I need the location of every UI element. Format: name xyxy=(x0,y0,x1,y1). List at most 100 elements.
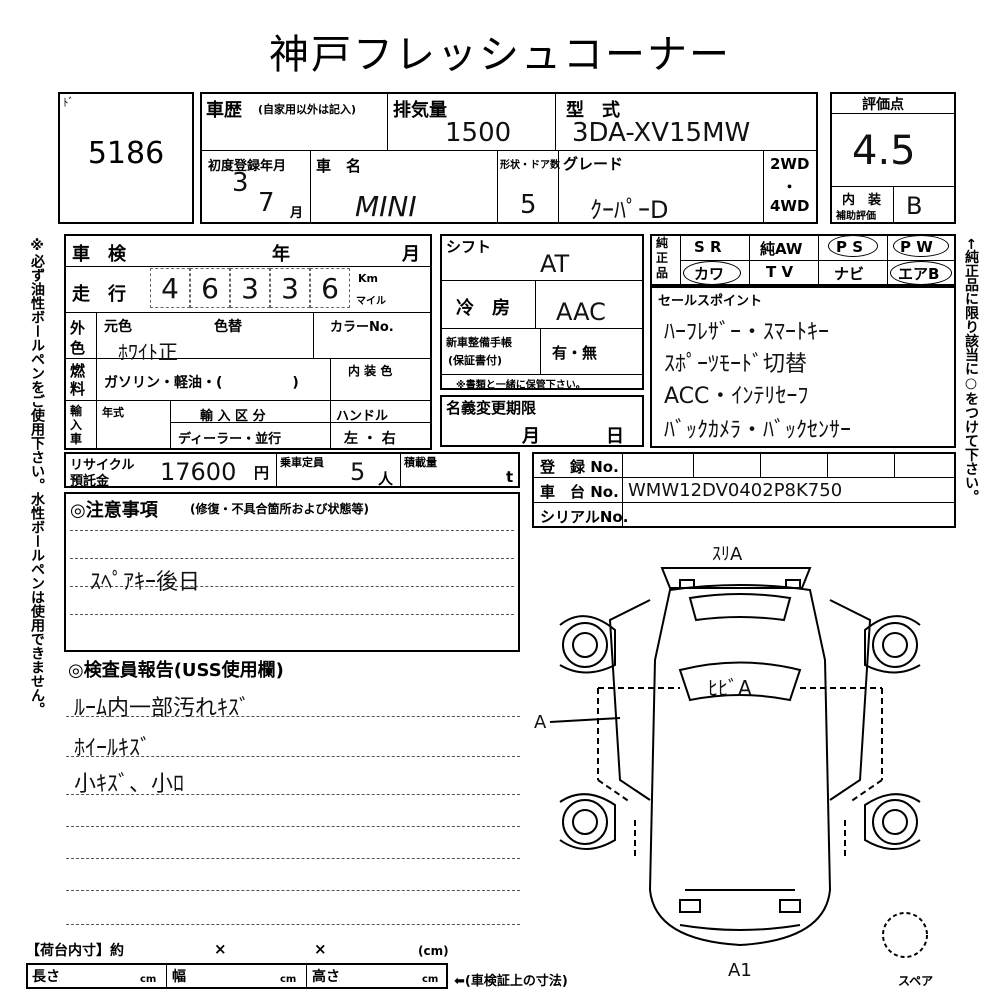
manual-value: 有・無 xyxy=(552,344,598,362)
name-change-month: 月 xyxy=(522,426,540,447)
notes-text: ｽﾍﾟｱｷｰ後日 xyxy=(90,570,201,595)
sales-line: ACC・ｲﾝﾃﾘｾｰﾌ xyxy=(664,384,809,409)
mileage-digits: 4 6 3 3 6 xyxy=(150,268,350,308)
circle-mark xyxy=(890,261,952,285)
color-label: 外色 xyxy=(70,319,86,357)
page-title: 神戸フレッシュコーナー xyxy=(269,32,731,78)
handle-label: ハンドル xyxy=(336,409,389,424)
inspection-label: 車 検 xyxy=(72,244,126,265)
cargo-height-cm: cm xyxy=(422,974,439,985)
color-orig: 元色 xyxy=(104,319,132,335)
history-sub: (自家用以外は記入) xyxy=(258,103,357,116)
cargo-x: × xyxy=(314,940,327,958)
color-now: 色替 xyxy=(214,319,242,335)
registration-block xyxy=(532,452,956,528)
inspection-year: 年 xyxy=(272,244,290,265)
fuel-label: 燃料 xyxy=(70,362,86,398)
history-label: 車歴 xyxy=(206,100,242,121)
equipment-item[interactable]: ナビ xyxy=(834,265,865,283)
first-reg-year: 3 xyxy=(232,168,249,198)
color-value: ﾎﾜｲﾄ正 xyxy=(118,340,178,364)
cargo-width-cm: cm xyxy=(280,974,297,985)
grade-value: ｸｰﾊﾟｰD xyxy=(590,196,669,224)
mileage-digit: 3 xyxy=(270,268,310,308)
import-label: 輸入車 xyxy=(70,404,83,446)
lot-corner: ﾄﾞ xyxy=(63,96,74,109)
doors-label: 形状・ドア数 xyxy=(500,160,560,171)
first-reg-label: 初度登録年月 xyxy=(208,159,287,174)
doors-value: 5 xyxy=(520,190,537,220)
capacity-unit: 人 xyxy=(378,470,394,488)
mileage-digit: 3 xyxy=(230,268,270,308)
interior-score-value: B xyxy=(906,192,923,220)
sales-line: ﾊﾞｯｸｶﾒﾗ・ﾊﾞｯｸｾﾝｻｰ xyxy=(664,418,852,443)
sales-line: ﾊｰﾌﾚｻﾞｰ・ｽﾏｰﾄｷｰ xyxy=(664,320,830,345)
recycle-unit: 円 xyxy=(254,464,270,482)
recycle-value: 17600 xyxy=(160,458,237,486)
name-change-label: 名義変更期限 xyxy=(446,399,537,417)
shift-ac-block xyxy=(440,234,644,390)
chassis-no-value: WMW12DV0402P8K750 xyxy=(628,480,843,501)
vehicle-detail-block xyxy=(64,234,432,450)
circle-mark xyxy=(683,261,741,285)
cargo-x: × xyxy=(214,940,227,958)
import-kind-label: 輸 入 区 分 xyxy=(200,409,266,424)
equipment-item[interactable]: S R xyxy=(694,238,722,256)
cargo-height: 高さ xyxy=(312,969,340,985)
interior-score-label: 内 装 xyxy=(842,193,882,208)
score-value: 4.5 xyxy=(852,128,916,174)
model-code-label: 型 式 xyxy=(566,100,620,121)
color-code-label: カラーNo. xyxy=(330,320,394,335)
diagram-rear-mark: ｽﾘA xyxy=(712,544,743,565)
circle-mark xyxy=(828,235,878,257)
mileage-digit: 6 xyxy=(310,268,350,308)
side-note-left: ※必ず油性ボールペンをご使用下さい。水性ボールペンは使用できません。 xyxy=(29,238,45,716)
manual-sub: (保証書付) xyxy=(448,354,503,367)
drive-4wd: 4WD xyxy=(770,197,810,215)
cargo-note: ⬅(車検証上の寸法) xyxy=(454,974,568,989)
inspector-line: 小ｷｽﾞ、小ﾛ xyxy=(74,772,185,797)
car-name-value: MINI xyxy=(355,190,417,223)
equipment-item[interactable]: T V xyxy=(766,263,794,281)
cargo-width: 幅 xyxy=(172,969,186,985)
diagram-spare-label: スペア xyxy=(898,974,934,988)
reg-no-label: 登 録 No. xyxy=(540,458,619,476)
first-reg-month: 7 xyxy=(258,188,275,218)
diagram-front-mark: A1 xyxy=(728,960,752,981)
import-year: 年式 xyxy=(102,406,124,419)
mileage-digit: 4 xyxy=(150,268,190,308)
equipment-label: 純正品 xyxy=(656,236,669,280)
name-change-block xyxy=(440,395,644,447)
car-info-block xyxy=(200,92,818,224)
circle-mark xyxy=(893,235,949,257)
chassis-no-label: 車 台 No. xyxy=(540,483,619,501)
mileage-digit: 6 xyxy=(190,268,230,308)
cargo-length-cm: cm xyxy=(140,974,157,985)
car-name-label: 車 名 xyxy=(316,157,362,175)
model-code-value: 3DA-XV15MW xyxy=(572,118,751,148)
mileage-unit-km: Km xyxy=(358,272,378,285)
diagram-glass-mark: ﾋﾋﾞA xyxy=(708,676,752,700)
ac-label: 冷 房 xyxy=(456,298,510,319)
displacement-label: 排気量 xyxy=(393,100,447,121)
cargo-unit: (cm) xyxy=(418,944,449,958)
fuel-options: ガソリン・軽油・( ) xyxy=(104,375,299,391)
displacement-value: 1500 xyxy=(445,118,512,148)
inspection-month: 月 xyxy=(402,244,420,265)
manual-label: 新車整備手帳 xyxy=(446,336,512,349)
serial-no-label: シリアルNo. xyxy=(540,508,629,526)
sales-line: ｽﾎﾟｰﾂﾓｰﾄﾞ切替 xyxy=(664,352,808,377)
shift-value: AT xyxy=(540,250,570,278)
cargo-length: 長さ xyxy=(32,969,60,985)
notes-block xyxy=(64,492,520,652)
manual-note: ※書類と一緒に保管下さい。 xyxy=(456,380,586,391)
recycle-label-2: 預託金 xyxy=(70,474,110,489)
side-note-right: ←純正品に限り該当に○をつけて下さい。 xyxy=(963,238,979,504)
sales-label: セールスポイント xyxy=(658,294,763,309)
notes-label: ◎注意事項 xyxy=(70,500,158,521)
mileage-unit-mile: マイル xyxy=(356,296,386,307)
diagram-side-mark: A xyxy=(534,712,547,733)
equipment-item[interactable]: 純AW xyxy=(760,240,803,258)
drive-dot: ・ xyxy=(782,178,798,196)
notes-sub: (修復・不具合箇所および状態等) xyxy=(190,502,369,516)
